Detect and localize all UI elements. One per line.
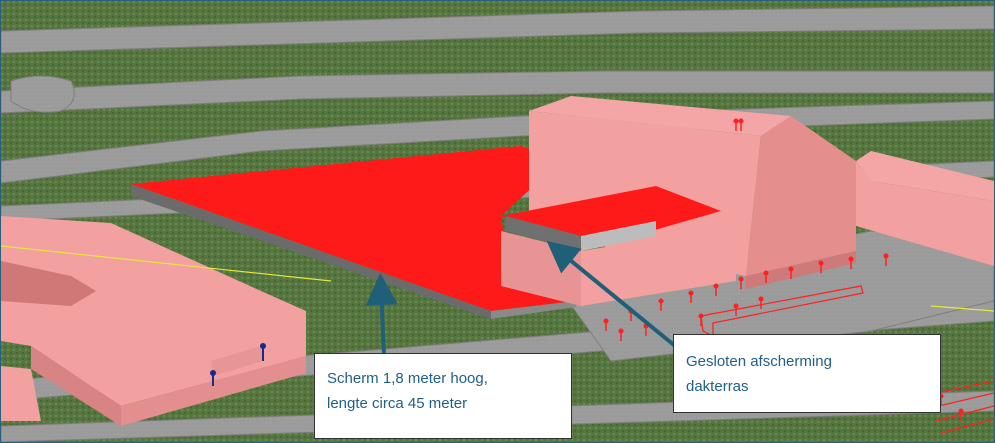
callout-arrows bbox=[365, 240, 693, 361]
callout-roof-terrace-line1: Gesloten afscherming bbox=[686, 353, 832, 370]
building-left bbox=[1, 216, 306, 426]
arrow-screen bbox=[365, 273, 398, 357]
callout-screen-line1: Scherm 1,8 meter hoog, bbox=[327, 370, 488, 387]
fence-outline bbox=[700, 285, 994, 434]
callout-roof-terrace-line2: dakterras bbox=[686, 378, 749, 395]
red-markers bbox=[603, 118, 964, 421]
callout-roof-terrace: Gesloten afscherming dakterras bbox=[673, 334, 941, 413]
screen-area bbox=[131, 146, 576, 319]
arrow-roof-terrace bbox=[546, 240, 693, 361]
building-right bbox=[856, 151, 994, 266]
callout-screen: Scherm 1,8 meter hoog, lengte circa 45 m… bbox=[314, 353, 572, 439]
yellow-lines bbox=[1, 245, 994, 312]
callout-screen-line2: lengte circa 45 meter bbox=[327, 395, 468, 412]
lamp-posts-left bbox=[210, 343, 266, 386]
